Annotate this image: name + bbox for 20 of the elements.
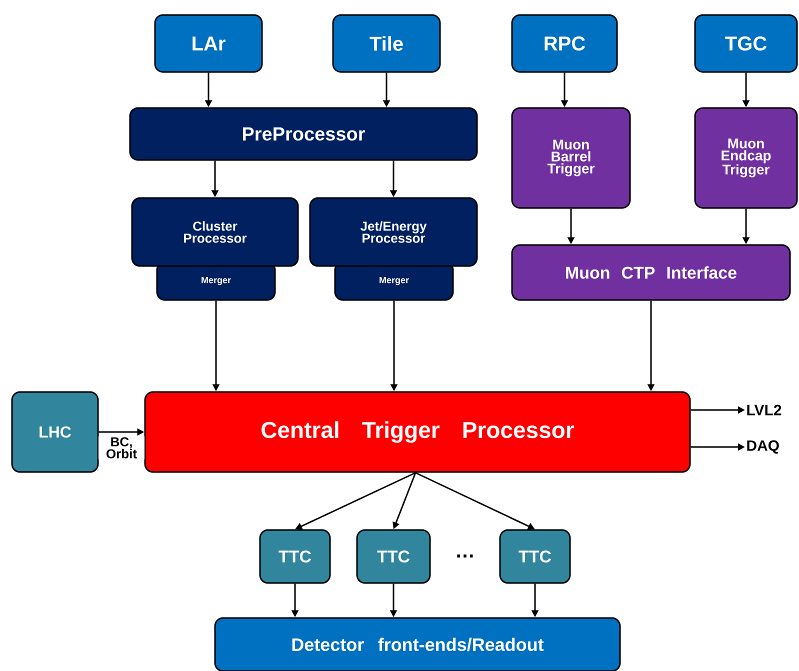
output-label: DAQ <box>747 440 779 454</box>
processor-box: PreProcessor <box>129 107 478 161</box>
detector-box: Tile <box>332 14 441 73</box>
module-box: TTC <box>259 529 331 584</box>
module-box: TTC <box>356 529 431 584</box>
trigger-box: Muon CTP Interface <box>511 244 791 301</box>
processor-box: Cluster Processor <box>131 197 299 267</box>
detector-box: RPC <box>511 14 618 73</box>
module-box: TTC <box>499 529 571 584</box>
trigger-box: Muon Barrel Trigger <box>511 107 631 209</box>
detector-box: Detector front-ends/Readout <box>214 617 621 671</box>
ellipsis: … <box>457 554 473 558</box>
module-box: LHC <box>11 391 99 473</box>
detector-box: LAr <box>154 14 263 73</box>
edge-label: BC, Orbit <box>98 436 144 460</box>
processor-box: Central Trigger Processor <box>144 391 691 473</box>
trigger-box: Muon Endcap Trigger <box>694 107 798 209</box>
processor-box: Jet/Energy Processor <box>309 197 478 267</box>
detector-box: TGC <box>694 14 798 73</box>
output-label: LVL2 <box>747 404 782 416</box>
